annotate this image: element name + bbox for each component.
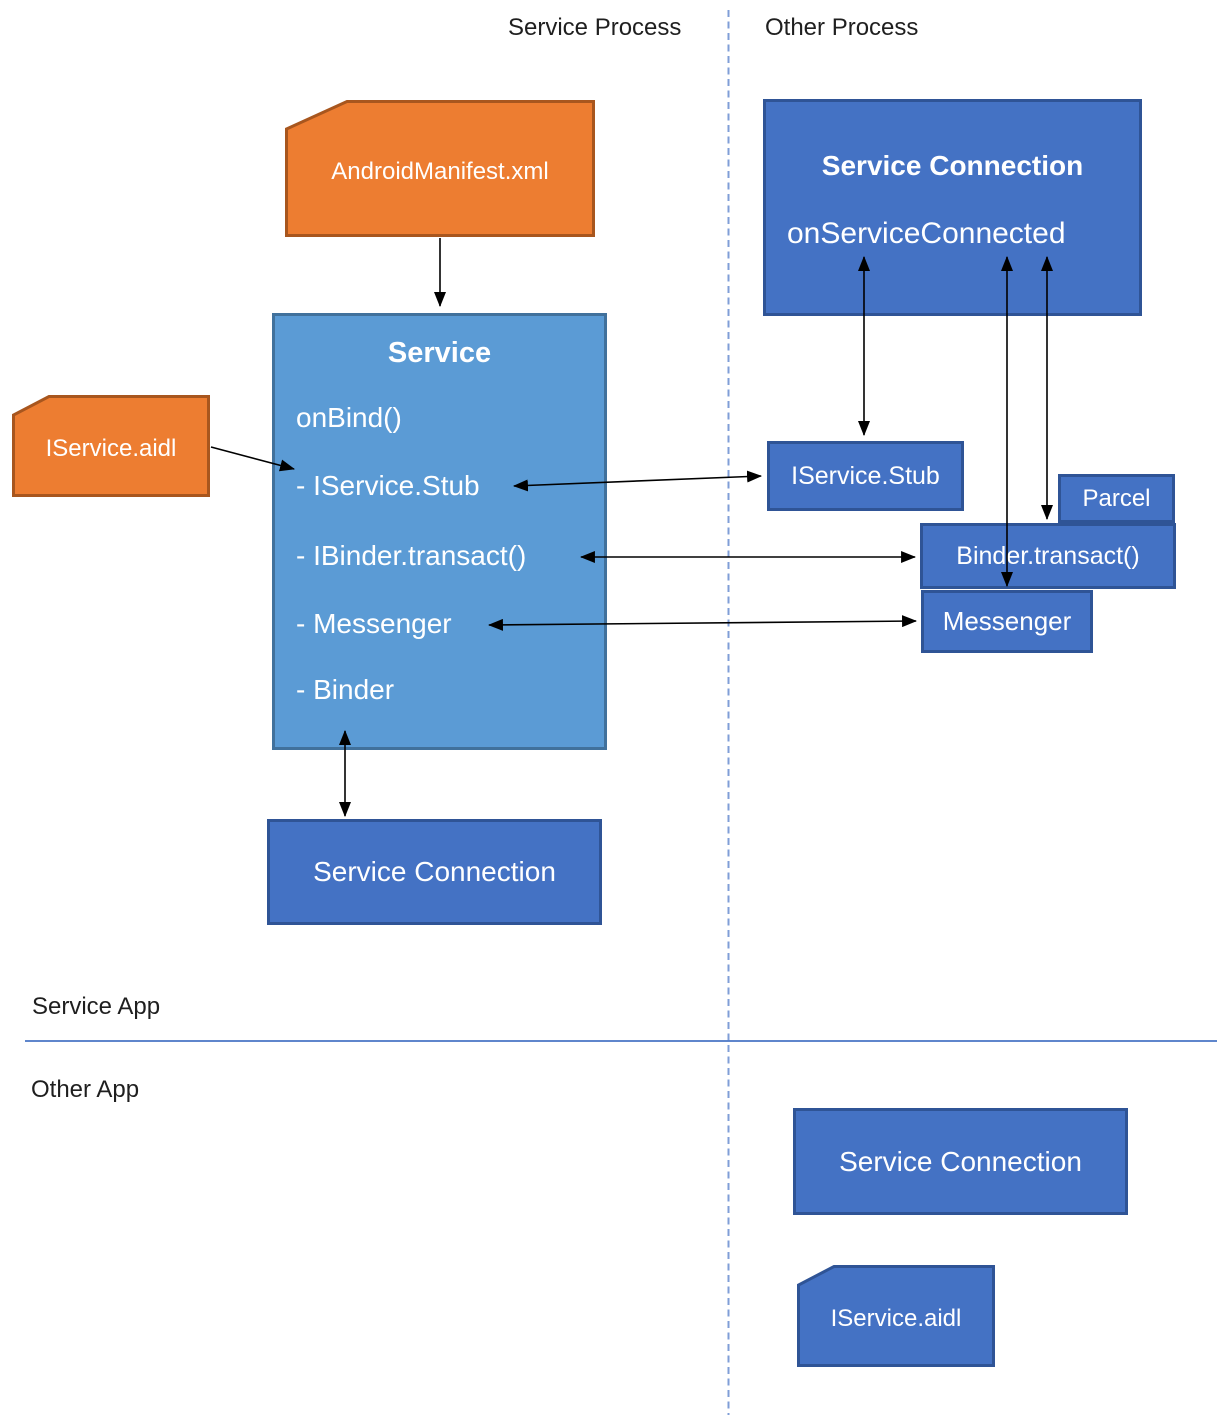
service-item-iservice-stub: - IService.Stub	[296, 470, 480, 501]
iservice-aidl-bottom-label: IService.aidl	[830, 1305, 962, 1332]
label-other-app: Other App	[31, 1076, 140, 1103]
service-connection-other-box: Service Connection onServiceConnected	[763, 99, 1142, 316]
parcel-label: Parcel	[1082, 484, 1151, 512]
binder-transact-box: Binder.transact()	[920, 523, 1176, 589]
service-box: Service onBind() - IService.Stub - IBind…	[272, 313, 607, 750]
iservice-stub-label: IService.Stub	[791, 461, 940, 490]
service-item-ibinder-transact: - IBinder.transact()	[296, 540, 527, 571]
snipped-rectangle-icon	[797, 1265, 995, 1367]
snipped-rectangle-icon	[285, 100, 595, 237]
service-item-binder: - Binder	[296, 674, 395, 705]
service-title: Service	[387, 337, 492, 369]
service-connection-bottom-box: Service Connection	[793, 1108, 1128, 1215]
iservice-aidl-bottom-shape: IService.aidl	[797, 1265, 995, 1367]
service-item-messenger: - Messenger	[296, 608, 452, 639]
messenger-label: Messenger	[942, 606, 1072, 636]
iservice-aidl-left-shape: IService.aidl	[12, 395, 210, 497]
service-connection-left-label: Service Connection	[313, 856, 556, 887]
label-service-app: Service App	[32, 993, 161, 1020]
service-connection-other-title: Service Connection	[821, 150, 1084, 181]
label-service-process: Service Process	[508, 14, 682, 41]
android-manifest-label: AndroidManifest.xml	[331, 157, 549, 185]
service-item-onbind: onBind()	[296, 402, 402, 433]
service-connection-bottom-label: Service Connection	[839, 1145, 1082, 1177]
iservice-stub-box: IService.Stub	[767, 441, 964, 511]
on-service-connected-label: onServiceConnected	[787, 217, 1066, 250]
label-other-process: Other Process	[765, 14, 919, 41]
messenger-box: Messenger	[921, 590, 1093, 653]
android-manifest-shape: AndroidManifest.xml	[285, 100, 595, 237]
service-connection-left-box: Service Connection	[267, 819, 602, 925]
binder-transact-label: Binder.transact()	[956, 541, 1140, 570]
snipped-rectangle-icon	[12, 395, 210, 497]
iservice-aidl-left-label: IService.aidl	[45, 435, 177, 462]
parcel-box: Parcel	[1058, 474, 1175, 523]
